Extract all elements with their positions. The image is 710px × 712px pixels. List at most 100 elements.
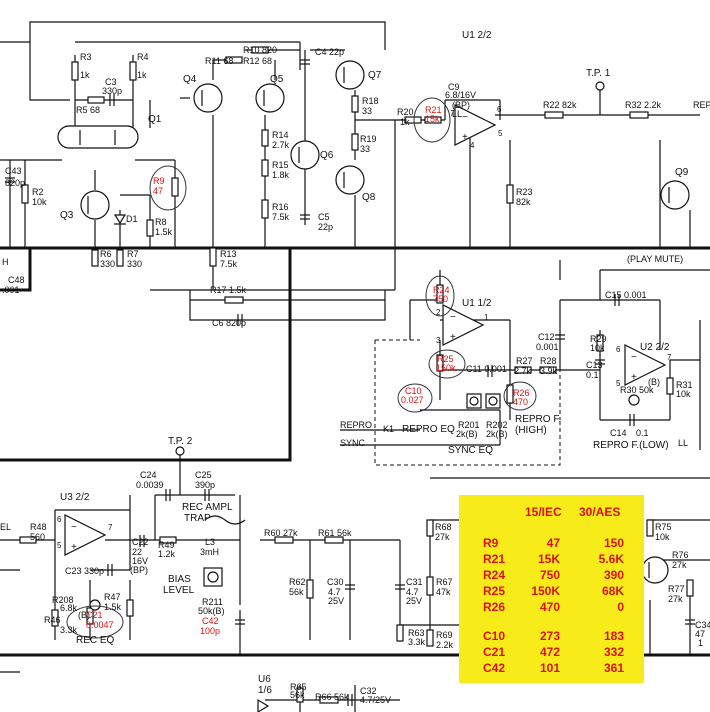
svg-text:6: 6	[616, 345, 621, 354]
q1-dual-transistor: Q1	[57, 114, 162, 149]
svg-text:5: 5	[616, 379, 621, 388]
svg-text:4.7: 4.7	[406, 587, 419, 597]
svg-text:10k: 10k	[590, 343, 605, 353]
svg-text:22: 22	[132, 547, 142, 557]
svg-text:7: 7	[667, 353, 672, 362]
resistors	[19, 46, 694, 704]
svg-text:C11 0.001: C11 0.001	[466, 364, 507, 374]
svg-text:R28: R28	[540, 356, 557, 366]
svg-text:REP: REP	[693, 100, 710, 110]
component-value-table: 15/IEC 30/AES R9 47 150 R21 15K 5.6K R24…	[459, 495, 644, 683]
svg-text:2k(B): 2k(B)	[486, 429, 508, 439]
u3-2-2-opamp: − + U3 2/2 6 5 7	[57, 492, 113, 556]
svg-text:16V: 16V	[132, 556, 148, 566]
svg-text:C13: C13	[586, 360, 603, 370]
svg-text:560: 560	[30, 532, 45, 542]
svg-text:R46: R46	[44, 615, 61, 625]
svg-text:27k: 27k	[435, 532, 450, 542]
svg-text:0.001: 0.001	[536, 342, 559, 352]
svg-text:100p: 100p	[200, 626, 220, 636]
svg-text:R77: R77	[668, 584, 685, 594]
svg-text:R61 56k: R61 56k	[318, 528, 352, 538]
svg-text:K1: K1	[383, 424, 394, 434]
svg-text:82k: 82k	[516, 197, 531, 207]
svg-text:R211: R211	[202, 597, 223, 607]
svg-text:(BP): (BP)	[130, 565, 148, 575]
svg-text:0.0047: 0.0047	[86, 620, 114, 630]
q8-label: Q8	[362, 192, 376, 203]
svg-text:R32 2.2k: R32 2.2k	[625, 100, 662, 110]
q4-label: Q4	[183, 74, 197, 85]
col-header-30-aes: 30/AES	[579, 505, 621, 519]
svg-text:+: +	[450, 332, 456, 343]
svg-text:3.3k: 3.3k	[60, 625, 78, 635]
u2-2-2-label: U2 2/2	[640, 342, 670, 353]
svg-text:R31: R31	[676, 380, 693, 390]
u2-2-2-opamp: − + U2 2/2 6 5 7	[616, 342, 672, 388]
svg-text:5: 5	[498, 129, 503, 138]
svg-text:1.5k: 1.5k	[104, 602, 122, 612]
svg-text:REPRO F.(LOW): REPRO F.(LOW)	[593, 440, 669, 451]
svg-text:R27: R27	[516, 356, 533, 366]
svg-text:C34: C34	[695, 620, 710, 630]
svg-text:R47: R47	[104, 592, 121, 602]
svg-text:1.8k: 1.8k	[272, 170, 290, 180]
svg-text:150k: 150k	[436, 363, 456, 373]
svg-text:6.8/16V: 6.8/16V	[445, 90, 476, 100]
svg-text:6: 6	[57, 515, 62, 524]
svg-text:R3: R3	[80, 52, 92, 62]
col-header-15-iec: 15/IEC	[525, 505, 562, 519]
svg-text:R23: R23	[516, 187, 533, 197]
table-row: R25 150K 68K	[483, 584, 624, 598]
svg-text:R201: R201	[458, 420, 480, 430]
svg-text:750: 750	[433, 294, 448, 304]
svg-text:T.P. 1: T.P. 1	[586, 68, 611, 79]
svg-text:R7: R7	[127, 249, 139, 259]
svg-text:R60 27k: R60 27k	[264, 528, 298, 538]
svg-text:C6 820p: C6 820p	[212, 318, 246, 328]
svg-text:TRAP: TRAP	[184, 513, 211, 524]
svg-text:R68: R68	[435, 522, 452, 532]
svg-text:50k(B): 50k(B)	[198, 606, 225, 616]
svg-text:33: 33	[362, 106, 372, 116]
svg-text:47: 47	[153, 186, 163, 196]
svg-text:7: 7	[108, 523, 113, 532]
table-row: C42 101 361	[483, 661, 624, 675]
svg-text:R62: R62	[289, 577, 306, 587]
svg-text:2: 2	[436, 308, 441, 317]
svg-text:27k: 27k	[672, 560, 687, 570]
svg-text:L3: L3	[205, 537, 215, 547]
svg-text:R75: R75	[655, 522, 672, 532]
q9-transistor: Q9	[660, 167, 690, 210]
table-row: C21 472 332	[483, 645, 624, 659]
svg-text:47k: 47k	[436, 587, 451, 597]
svg-text:15k: 15k	[425, 114, 440, 124]
red-annotations: R9 47 R21 15k R24 750 R25 150k R26 470 C…	[86, 105, 530, 636]
svg-text:−: −	[631, 352, 637, 363]
u1-2-2-label: U1 2/2	[462, 30, 492, 41]
svg-text:−: −	[450, 312, 456, 323]
svg-text:2.7k: 2.7k	[272, 140, 290, 150]
svg-text:4.7: 4.7	[328, 587, 341, 597]
table-row: R21 15K 5.6K	[483, 552, 624, 566]
svg-text:R15: R15	[272, 160, 289, 170]
svg-text:56k: 56k	[289, 587, 304, 597]
svg-text:+: +	[462, 132, 468, 143]
svg-text:R24: R24	[433, 285, 450, 295]
trimmers	[89, 393, 640, 611]
svg-text:R14: R14	[272, 130, 289, 140]
svg-text:EL: EL	[0, 522, 11, 532]
svg-text:REC AMPL: REC AMPL	[182, 502, 233, 513]
u1-1-2-opamp: − + U1 1/2 2 3 1	[436, 298, 492, 346]
svg-text:REC EQ: REC EQ	[76, 635, 115, 646]
svg-text:0.027: 0.027	[401, 395, 424, 405]
svg-text:5: 5	[57, 541, 62, 550]
svg-text:C30: C30	[327, 577, 344, 587]
svg-text:R8: R8	[155, 217, 167, 227]
svg-text:REPRO F.: REPRO F.	[515, 414, 561, 425]
svg-text:4.7/25V: 4.7/25V	[360, 695, 391, 705]
svg-text:+: +	[631, 372, 637, 383]
svg-text:LEVEL: LEVEL	[163, 585, 195, 596]
svg-text:C32: C32	[360, 686, 377, 696]
